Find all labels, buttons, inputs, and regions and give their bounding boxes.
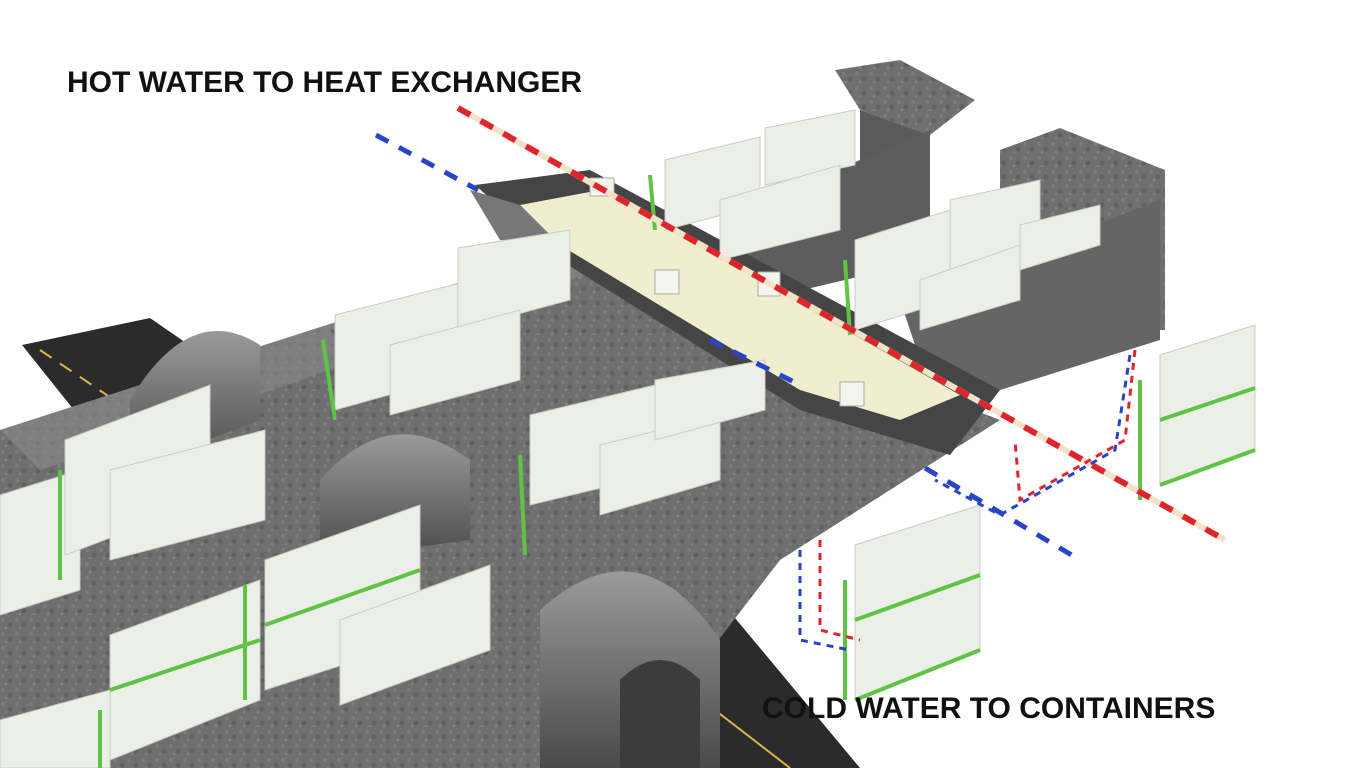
walkway-bridge	[470, 170, 1000, 455]
rack-upper	[664, 109, 1101, 331]
rack-frames	[58, 174, 1256, 768]
hot-water-pipe	[456, 105, 1227, 642]
cold-water-pipe	[374, 132, 1132, 652]
rack-free-bottom	[854, 504, 981, 701]
hot-water-caption: HOT WATER TO HEAT EXCHANGER	[67, 66, 583, 99]
cold-water-caption: COLD WATER TO CONTAINERS	[762, 692, 1216, 725]
rack-middle	[334, 229, 766, 516]
